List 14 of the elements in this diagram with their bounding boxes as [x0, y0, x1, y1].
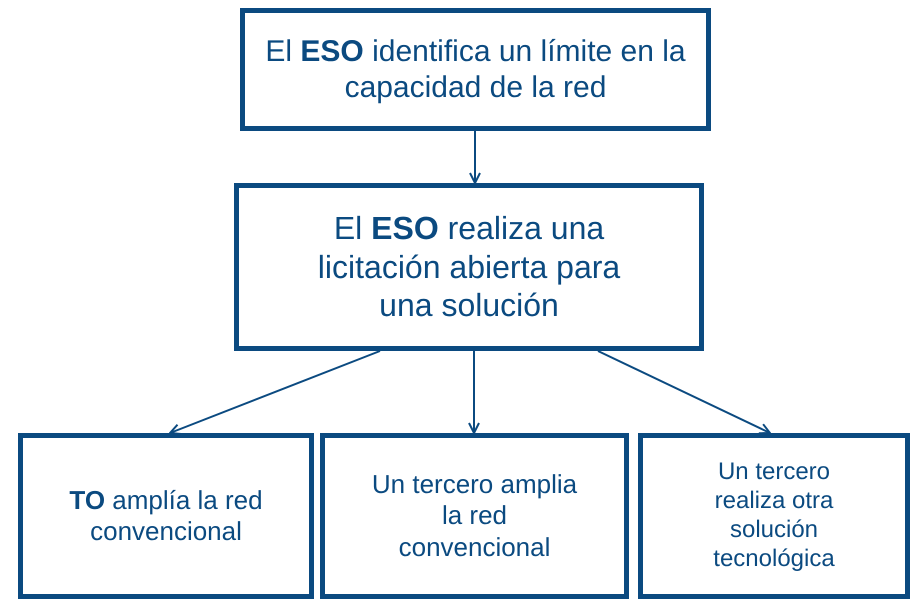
process-box: [234, 183, 704, 351]
process-box: [240, 8, 711, 131]
box-text: Un tercero realiza otra solución tecnológica: [712, 458, 836, 574]
arrow: [598, 350, 771, 434]
arrow: [169, 350, 380, 436]
arrow: [469, 131, 481, 184]
process-box: [18, 433, 314, 599]
box-text: TO amplía la red convencional: [68, 484, 264, 548]
process-box: [320, 433, 629, 599]
arrow: [468, 351, 480, 434]
process-box: [638, 433, 910, 599]
box-text: Un tercero amplia la red convencional: [370, 469, 578, 563]
box-text: El ESO identifica un límite en la capacidad de la red: [265, 34, 686, 106]
box-text: El ESO realiza una licitación abierta para una solución: [316, 209, 622, 325]
